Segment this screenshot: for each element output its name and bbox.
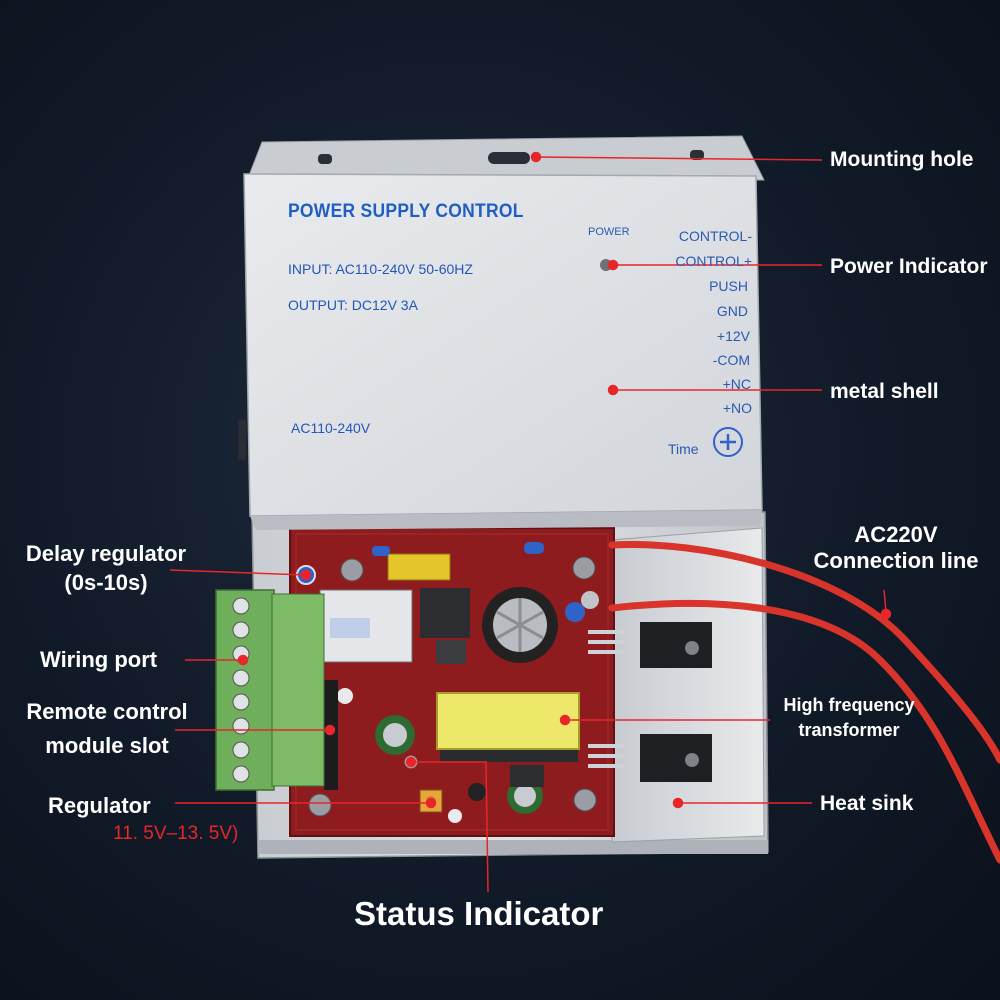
terminal-label: +NO (722, 400, 752, 416)
heat-sink (609, 527, 765, 843)
pcb-board (289, 527, 624, 837)
callout-regulator: Regulator (48, 793, 151, 818)
terminal-label: -COM (712, 352, 750, 368)
terminal-label: CONTROL- (678, 228, 752, 244)
callout-regulator-range: 11. 5V–13. 5V) (113, 823, 239, 844)
terminal-label: +12V (716, 328, 750, 344)
callout-power-indicator: Power Indicator (830, 255, 988, 278)
callout-ac220v: AC220V Connection line (800, 522, 992, 575)
callout-delay-regulator: Delay regulator (0s-10s) (10, 541, 202, 597)
callout-status-indicator: Status Indicator (354, 895, 604, 932)
terminal-label: PUSH (709, 278, 748, 294)
leader-lines (169, 151, 892, 893)
callout-metal-shell: metal shell (830, 380, 939, 403)
mounting-hole (488, 152, 530, 164)
callout-hf-transformer-line2: transformer (798, 719, 900, 740)
callout-remote-slot-line1: Remote control (26, 699, 188, 724)
callout-heat-sink: Heat sink (820, 792, 914, 815)
callout-hf-transformer: High frequency transformer (773, 695, 925, 741)
high-frequency-transformer (436, 692, 580, 750)
mounting-hole (690, 150, 704, 160)
callout-delay-regulator-line1: Delay regulator (25, 541, 187, 566)
panel-output-spec: OUTPUT: DC12V 3A (288, 297, 418, 313)
panel-power-label: POWER (588, 226, 630, 238)
panel-ac-label: AC110-240V (291, 420, 371, 436)
terminal-label: GND (716, 303, 748, 319)
ac220v-connection-wires (608, 541, 1000, 864)
callout-remote-slot-line2: module slot (45, 733, 169, 759)
terminal-label: CONTROL+ (675, 253, 752, 269)
callout-mounting-hole: Mounting hole (830, 148, 974, 171)
panel-time-label: Time (668, 441, 699, 457)
callout-delay-regulator-line2: (0s-10s) (64, 570, 148, 596)
callout-remote-slot: Remote control module slot (12, 699, 202, 760)
wiring-terminal-block (215, 589, 325, 791)
callout-ac220v-line1: AC220V (854, 522, 938, 547)
mounting-flange (247, 135, 765, 181)
terminal-label: +NC (722, 376, 751, 392)
panel-input-spec: INPUT: AC110-240V 50-60HZ (288, 261, 473, 277)
panel-brand-title: POWER SUPPLY CONTROL (288, 201, 524, 222)
callout-hf-transformer-line1: High frequency (783, 695, 915, 715)
metal-shell-lid (238, 173, 763, 530)
callout-ac220v-line2: Connection line (813, 548, 979, 574)
time-knob-icon (713, 427, 743, 457)
callout-wiring-port: Wiring port (40, 647, 158, 672)
mounting-hole (318, 154, 332, 164)
